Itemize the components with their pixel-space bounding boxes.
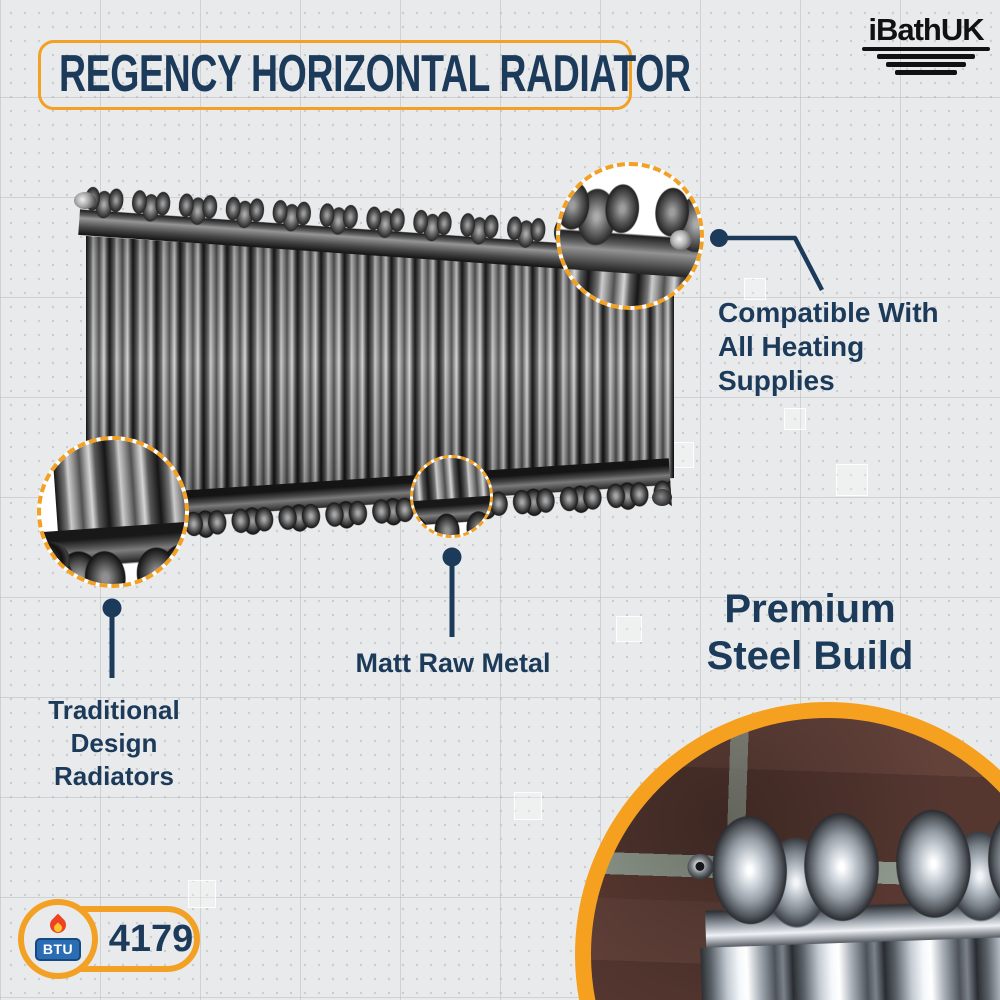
logo-ripple-icon — [895, 70, 957, 75]
btu-unit-label: BTU — [35, 938, 81, 961]
zoom-circle-bottom-left-detail — [37, 436, 189, 588]
radiator-end-cap-left — [74, 192, 96, 209]
brand-logo-text: iBathUK — [868, 12, 984, 47]
zoom-top-columns — [560, 267, 700, 306]
zoom-middle-content — [413, 458, 490, 535]
callout-line: Radiators — [54, 761, 174, 791]
premium-line: Steel Build — [706, 634, 914, 678]
product-title: REGENCY HORIZONTAL RADIATOR — [59, 44, 691, 103]
zoom-bottom-left-content — [41, 440, 185, 584]
zoom-circle-middle-detail — [410, 455, 493, 538]
callout-line: Design — [70, 728, 158, 758]
callout-line: Supplies — [718, 365, 835, 396]
callout-line: Traditional — [48, 695, 180, 725]
btu-icon-circle: BTU — [18, 899, 98, 979]
premium-line: Premium — [724, 587, 896, 631]
premium-steel-text: Premium Steel Build — [645, 586, 975, 680]
brand-logo: iBathUK — [858, 14, 994, 78]
zoom-circle-top-detail — [556, 162, 704, 310]
callout-heating-supplies: Compatible With All Heating Supplies — [718, 296, 988, 398]
btu-value: 4179 — [108, 918, 194, 960]
deco-square — [784, 408, 806, 430]
flame-icon — [46, 913, 70, 937]
deco-square — [616, 616, 642, 642]
deco-square — [514, 792, 542, 820]
logo-underline — [862, 47, 990, 51]
zoom-top-end-cap — [670, 230, 692, 250]
deco-square — [836, 464, 868, 496]
product-title-box: REGENCY HORIZONTAL RADIATOR — [38, 40, 691, 110]
hero-radiator-photo — [687, 791, 1000, 1000]
logo-ripple-icon — [877, 54, 975, 59]
logo-ripple-icon — [886, 62, 966, 67]
callout-line: All Heating — [718, 331, 865, 362]
hero-radiator-caps — [701, 791, 1000, 952]
callout-line: Compatible With — [718, 297, 939, 328]
callout-matt-raw-metal: Matt Raw Metal — [355, 648, 551, 678]
radiator-end-cap-right — [652, 489, 672, 506]
zoom-middle-feet — [413, 493, 490, 535]
hero-photo-circle — [575, 702, 1000, 1000]
callout-traditional-design: Traditional Design Radiators — [22, 694, 206, 793]
deco-square — [188, 880, 216, 908]
